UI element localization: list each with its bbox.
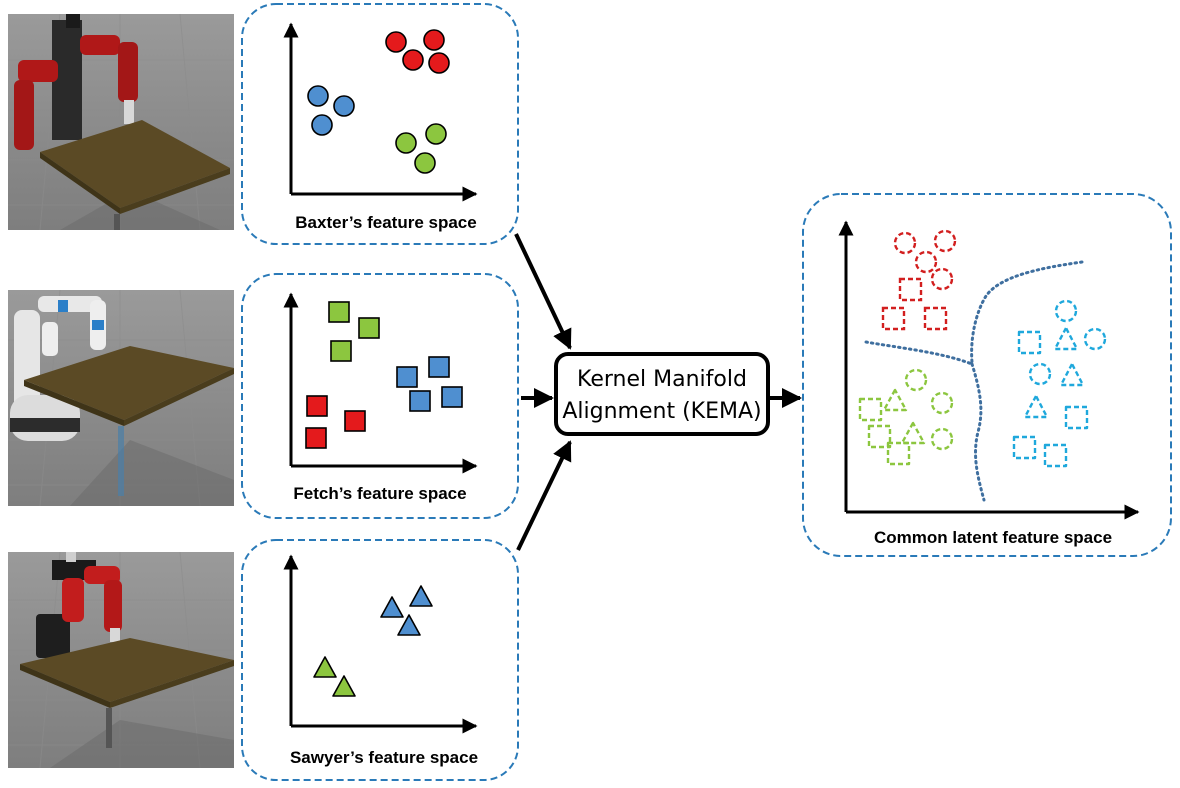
boundary-line-upper bbox=[970, 260, 1084, 364]
baxter-panel-caption: Baxter’s feature space bbox=[295, 213, 476, 232]
blue-circle bbox=[307, 85, 329, 107]
latent-cyan-square bbox=[1012, 435, 1037, 460]
latent-red-square bbox=[898, 277, 923, 302]
blue-circle-cluster bbox=[307, 85, 355, 136]
latent-cyan-triangle bbox=[1023, 394, 1049, 419]
latent-red-circle bbox=[914, 250, 938, 274]
blue-square bbox=[441, 386, 463, 408]
boundary-line-left bbox=[864, 340, 974, 366]
latent-cyan-square bbox=[1064, 405, 1089, 430]
red-circle bbox=[402, 49, 424, 71]
red-circle bbox=[385, 31, 407, 53]
green-square bbox=[330, 340, 352, 362]
latent-green-circle bbox=[904, 368, 928, 392]
panel-border bbox=[241, 273, 519, 519]
blue-circle bbox=[333, 95, 355, 117]
green-circle bbox=[395, 132, 417, 154]
kema-label-line2: Alignment (KEMA) bbox=[562, 399, 761, 424]
latent-red-circle bbox=[933, 229, 957, 253]
latent-green-triangle bbox=[900, 421, 926, 445]
baxter-feature-panel: Baxter’s feature space bbox=[241, 3, 519, 245]
blue-triangle bbox=[409, 585, 433, 607]
sawyer-feature-panel: Sawyer’s feature space bbox=[241, 539, 519, 781]
latent-cyan-circle bbox=[1054, 299, 1078, 323]
latent-cyan-circle bbox=[1028, 362, 1052, 386]
fetch-panel-caption: Fetch’s feature space bbox=[293, 484, 466, 503]
panel-border bbox=[802, 193, 1172, 557]
blue-square bbox=[428, 356, 450, 378]
green-circle bbox=[425, 123, 447, 145]
kema-box: Kernel Manifold Alignment (KEMA) bbox=[554, 352, 770, 436]
latent-green-square bbox=[886, 441, 911, 466]
green-triangle bbox=[332, 675, 356, 697]
sawyer-panel-caption: Sawyer’s feature space bbox=[290, 748, 478, 767]
latent-cyan-square bbox=[1043, 443, 1068, 468]
arrow-baxter-to-kema bbox=[514, 233, 572, 350]
latent-red-circle bbox=[930, 267, 954, 291]
blue-triangle bbox=[397, 614, 421, 636]
fetch-feature-panel: Fetch’s feature space bbox=[241, 273, 519, 519]
red-circle bbox=[428, 52, 450, 74]
blue-triangle-cluster bbox=[380, 585, 433, 636]
latent-cyan-square bbox=[1017, 330, 1042, 355]
panel-border bbox=[241, 3, 519, 245]
fetch-robot-image bbox=[8, 289, 234, 507]
panel-border bbox=[241, 539, 519, 781]
axes bbox=[838, 220, 1140, 520]
axes bbox=[283, 292, 478, 474]
blue-circle bbox=[311, 114, 333, 136]
green-circle bbox=[414, 152, 436, 174]
blue-square-cluster bbox=[396, 356, 463, 412]
latent-panel-caption: Common latent feature space bbox=[874, 528, 1112, 547]
red-square-cluster bbox=[305, 395, 366, 449]
boundary-line-lower bbox=[970, 362, 986, 502]
green-square-cluster bbox=[328, 301, 380, 362]
latent-green-circle bbox=[930, 391, 954, 415]
flow-arrows bbox=[514, 233, 802, 551]
axes bbox=[283, 554, 478, 734]
latent-green-triangle bbox=[882, 388, 908, 412]
blue-square bbox=[396, 366, 418, 388]
axes bbox=[283, 22, 478, 202]
kema-label-line1: Kernel Manifold bbox=[577, 367, 747, 392]
latent-green-square bbox=[858, 397, 883, 422]
latent-feature-panel: Common latent feature space bbox=[802, 193, 1172, 557]
green-square bbox=[328, 301, 350, 323]
latent-red-square bbox=[881, 306, 906, 331]
red-circle bbox=[423, 29, 445, 51]
latent-red-circle bbox=[893, 231, 917, 255]
green-circle-cluster bbox=[395, 123, 447, 174]
red-circle-cluster bbox=[385, 29, 450, 74]
latent-cyan-cluster bbox=[1012, 299, 1107, 468]
red-square bbox=[344, 410, 366, 432]
blue-triangle bbox=[380, 596, 404, 618]
latent-green-cluster bbox=[858, 368, 954, 466]
green-square bbox=[358, 317, 380, 339]
latent-red-cluster bbox=[881, 229, 957, 331]
class-boundaries bbox=[864, 260, 1084, 502]
red-square bbox=[305, 427, 327, 449]
latent-cyan-triangle bbox=[1059, 362, 1085, 387]
baxter-robot-image bbox=[8, 13, 234, 231]
latent-cyan-circle bbox=[1083, 327, 1107, 351]
green-triangle-cluster bbox=[313, 656, 356, 697]
sawyer-robot-image bbox=[8, 551, 234, 769]
green-triangle bbox=[313, 656, 337, 678]
red-square bbox=[306, 395, 328, 417]
latent-cyan-triangle bbox=[1053, 326, 1079, 351]
latent-red-square bbox=[923, 306, 948, 331]
blue-square bbox=[409, 390, 431, 412]
latent-green-circle bbox=[930, 427, 954, 451]
arrow-sawyer-to-kema bbox=[516, 440, 572, 551]
latent-green-square bbox=[867, 424, 892, 449]
